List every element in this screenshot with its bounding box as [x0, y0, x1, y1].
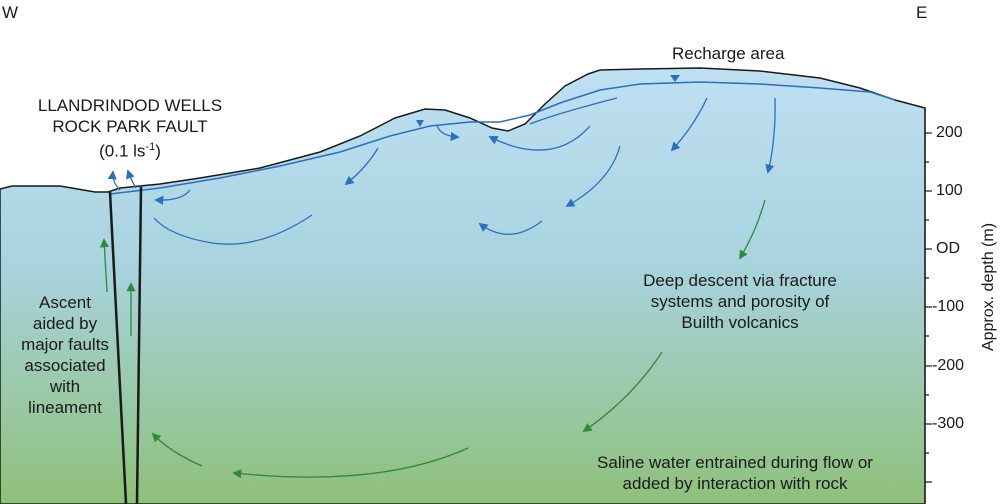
- spring-flow-rate: (0.1 ls-1): [99, 141, 161, 161]
- flow-arrow-shallow: [488, 125, 591, 151]
- ascent-line: associated: [24, 356, 106, 375]
- compass-east: E: [916, 3, 928, 22]
- flow-arrow-shallow: [565, 145, 621, 207]
- flow-arrow-shallow: [344, 147, 379, 186]
- spring-discharge-arrow: [125, 169, 137, 189]
- saline-water-label: Saline water entrained during flow or ad…: [555, 452, 915, 494]
- ascent-line: with: [49, 377, 81, 396]
- depth-tick-label: 100: [936, 182, 963, 199]
- water-table-line: [109, 81, 896, 195]
- descent-line: systems and porosity of: [650, 292, 830, 311]
- depth-tick-label: -300: [932, 415, 965, 432]
- flow-arrow-deep: [151, 432, 203, 467]
- rock-park-fault-east: [135, 186, 143, 504]
- rock-park-fault-west: [108, 191, 128, 504]
- ascent-line: lineament: [28, 398, 102, 417]
- flow-arrow-deep: [739, 199, 766, 260]
- spring-label-line1: LLANDRINDOD WELLS: [37, 96, 223, 115]
- saline-line: added by interaction with rock: [622, 474, 848, 493]
- flow-arrow-shallow: [154, 189, 191, 205]
- descent-line: Deep descent via fracture: [643, 271, 837, 290]
- spring-discharge-arrow: [107, 170, 121, 191]
- saline-line: Saline water entrained during flow or: [597, 453, 873, 472]
- flow-arrow-deep: [582, 351, 663, 433]
- spring-label: LLANDRINDOD WELLS ROCK PARK FAULT (0.1 l…: [10, 95, 250, 162]
- flow-arrow-deep: [232, 447, 469, 479]
- ascent-line: major faults: [21, 335, 109, 354]
- deep-descent-label: Deep descent via fracture systems and po…: [598, 270, 882, 333]
- descent-line: Builth volcanics: [681, 313, 799, 332]
- depth-axis-ticks: [924, 108, 932, 504]
- ascent-line: aided by: [32, 314, 98, 333]
- depth-tick-label: -200: [932, 357, 965, 374]
- flow-arrow-shallow: [529, 97, 618, 125]
- flow-arrow-shallow: [153, 214, 313, 245]
- ground-section: [0, 67, 926, 504]
- depth-tick-label: -100: [932, 298, 965, 315]
- water-table-marker-1: [416, 120, 424, 127]
- depth-axis-title: Approx. depth (m): [980, 222, 997, 352]
- flow-arrow-shallow: [478, 220, 543, 235]
- ascent-line: Ascent: [39, 293, 91, 312]
- flow-arrow-shallow: [436, 124, 460, 142]
- compass-west: W: [2, 3, 19, 22]
- water-table-marker-2: [670, 75, 680, 82]
- flow-arrow-deep: [99, 238, 109, 293]
- ascent-label: Ascent aided by major faults associated …: [0, 292, 130, 418]
- depth-tick-label: OD: [936, 240, 960, 257]
- recharge-area-label: Recharge area: [672, 44, 785, 63]
- flow-arrow-shallow: [765, 97, 776, 174]
- flow-arrow-shallow: [670, 97, 708, 152]
- spring-label-line2: ROCK PARK FAULT: [52, 117, 208, 136]
- depth-tick-label: 200: [936, 124, 963, 141]
